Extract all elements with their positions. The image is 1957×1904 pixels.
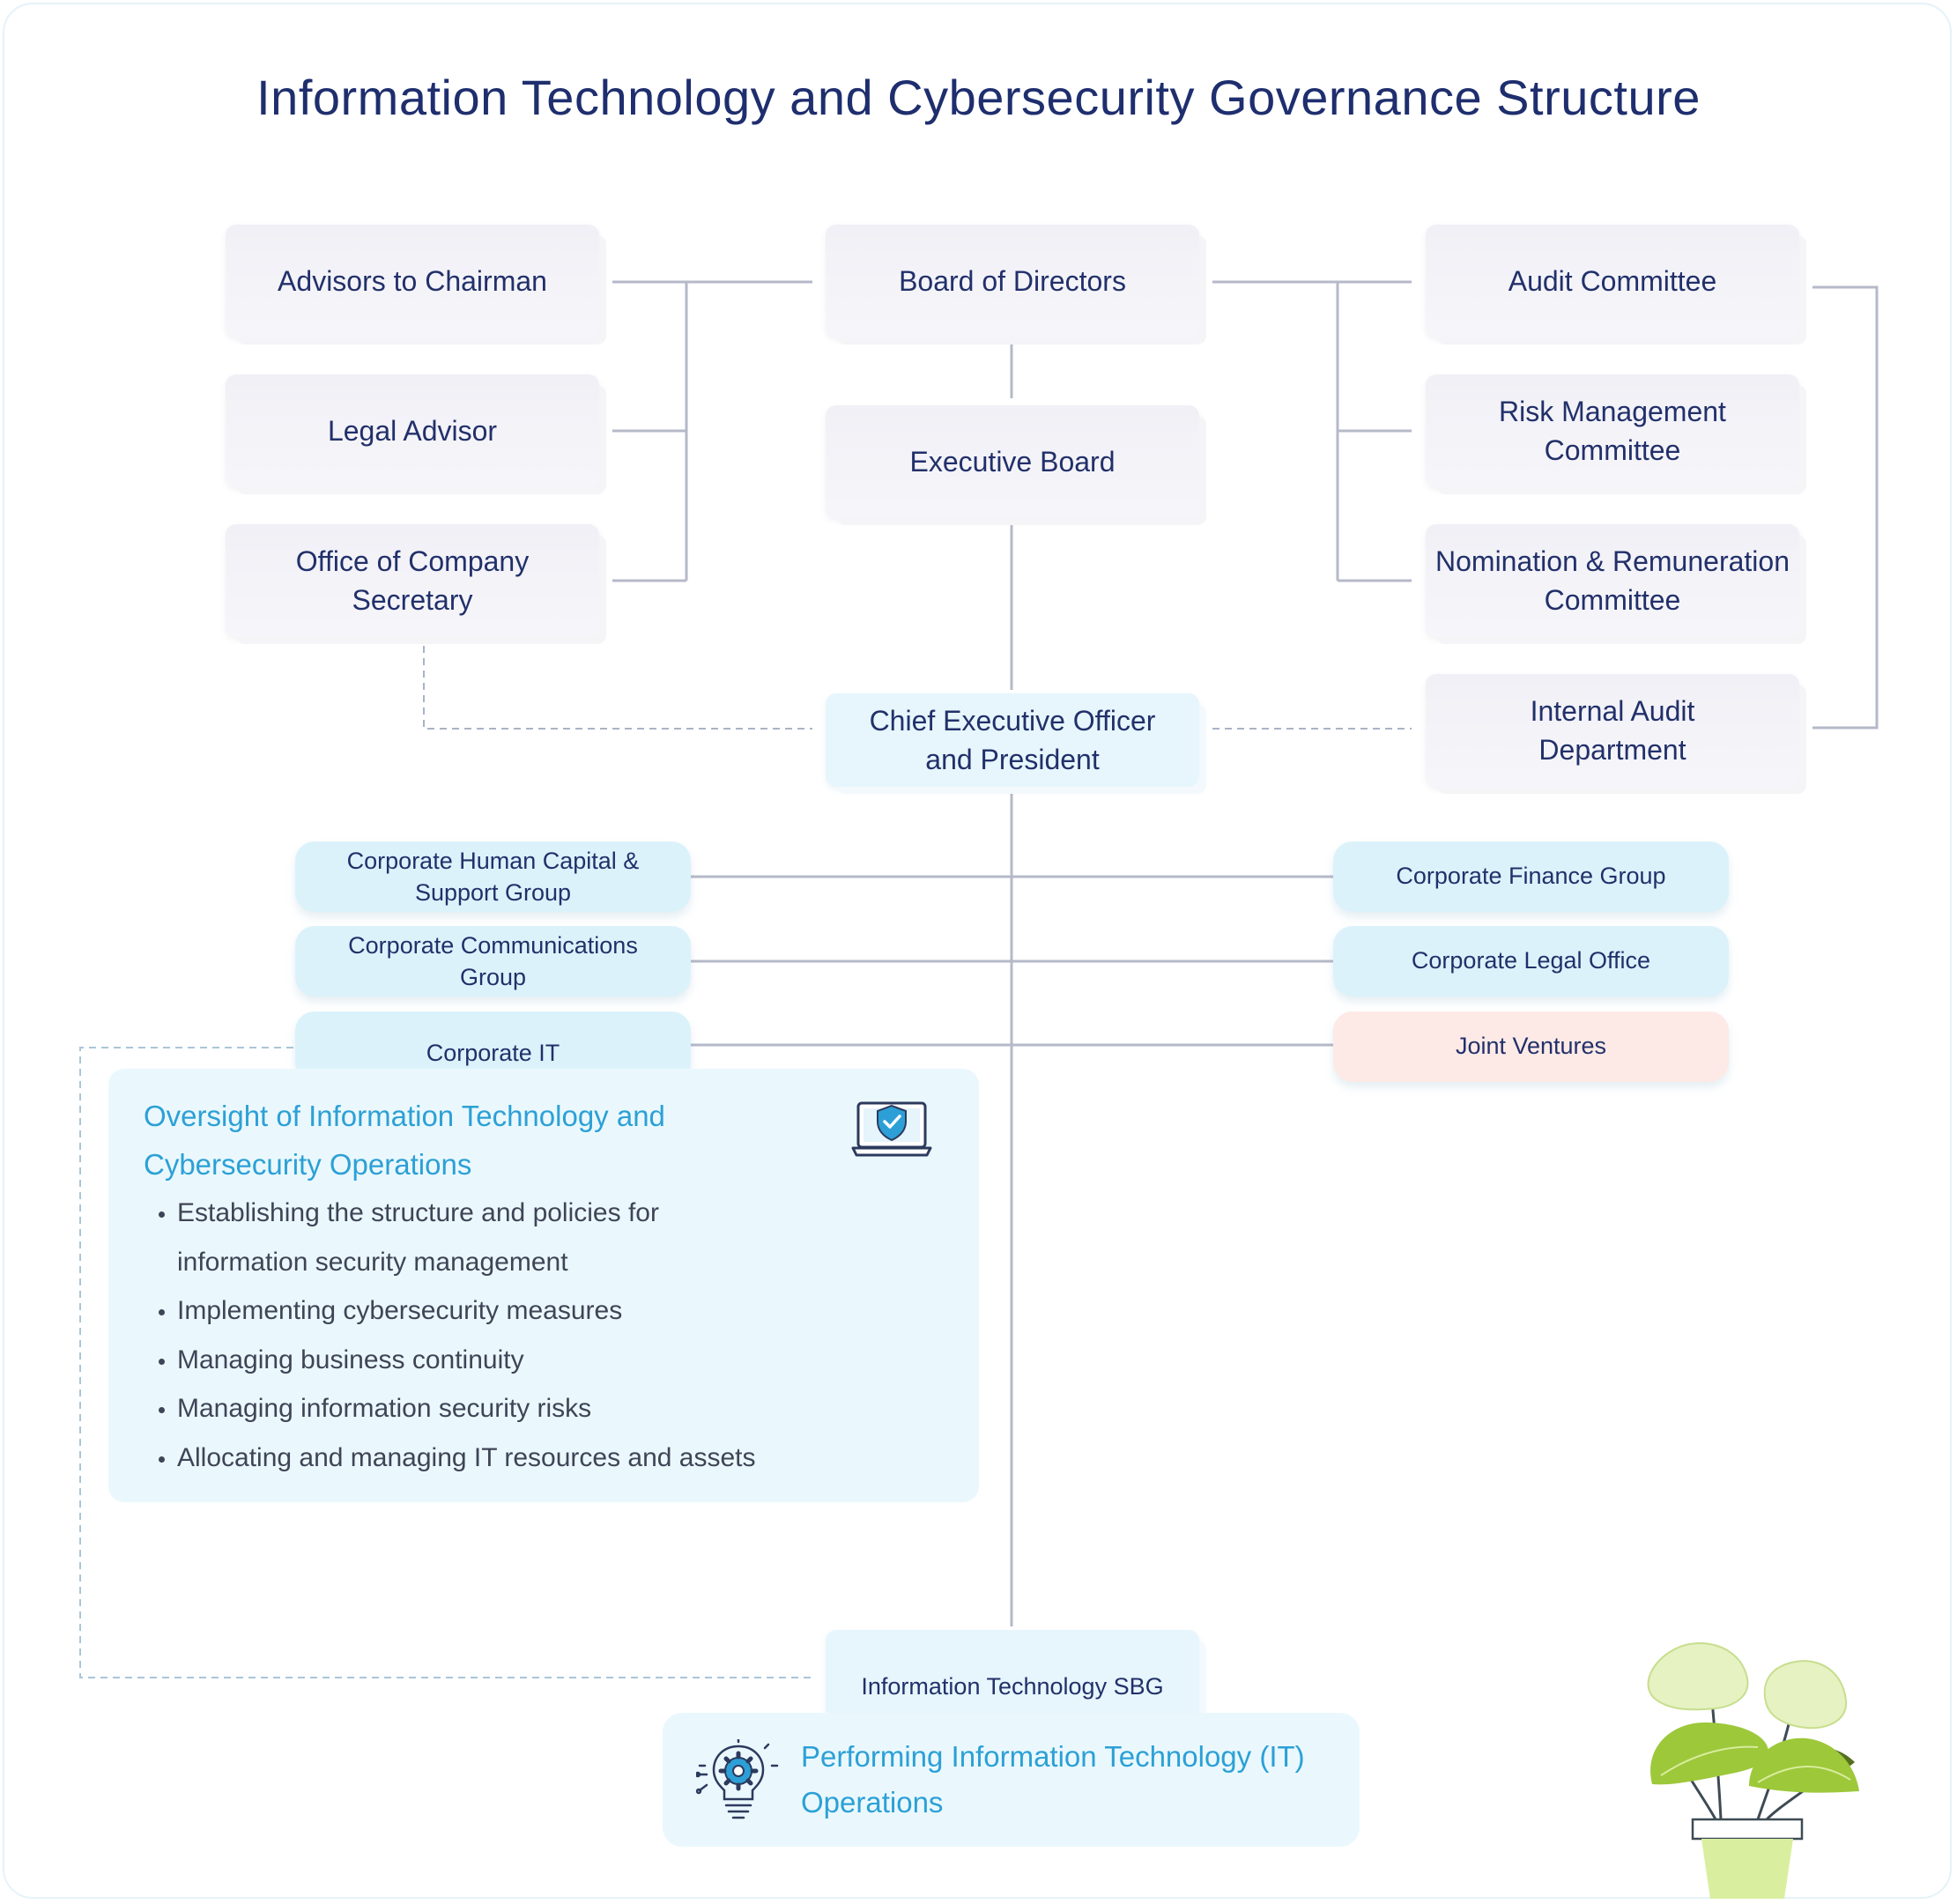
operations-panel: Performing Information Technology (IT) O…	[663, 1713, 1360, 1847]
corporate-communications-box: Corporate Communications Group	[295, 926, 691, 996]
oversight-item: Establishing the structure and policies …	[177, 1189, 723, 1286]
office-of-company-secretary-box: Office of Company Secretary	[226, 524, 599, 637]
executive-board-box: Executive Board	[826, 405, 1199, 518]
internal-audit-department-box: Internal Audit Department	[1426, 674, 1799, 787]
oversight-item: Managing business continuity	[177, 1336, 944, 1385]
board-of-directors-box: Board of Directors	[826, 225, 1199, 337]
audit-committee-box: Audit Committee	[1426, 225, 1799, 337]
information-technology-sbg-box: Information Technology SBG	[826, 1630, 1199, 1725]
legal-advisor-box: Legal Advisor	[226, 374, 599, 487]
corporate-legal-office-box: Corporate Legal Office	[1333, 926, 1729, 996]
page-frame	[3, 3, 1952, 1899]
oversight-title: Oversight of Information Technology and …	[144, 1100, 665, 1181]
corporate-human-capital-box: Corporate Human Capital & Support Group	[295, 841, 691, 912]
oversight-item: Implementing cybersecurity measures	[177, 1286, 944, 1336]
oversight-item: Managing information security risks	[177, 1384, 944, 1434]
nomination-remuneration-committee-box: Nomination & Remuneration Committee	[1426, 524, 1799, 637]
operations-text: Performing Information Technology (IT) O…	[801, 1740, 1305, 1819]
ceo-box: Chief Executive Officer and President	[826, 693, 1199, 787]
page-title: Information Technology and Cybersecurity…	[256, 70, 1701, 125]
oversight-panel: Oversight of Information Technology and …	[108, 1069, 979, 1502]
advisors-to-chairman-box: Advisors to Chairman	[226, 225, 599, 337]
risk-management-committee-box: Risk Management Committee	[1426, 374, 1799, 487]
oversight-item: Allocating and managing IT resources and…	[177, 1434, 944, 1483]
laptop-shield-icon	[851, 1101, 932, 1157]
lightbulb-gear-icon	[696, 1739, 779, 1819]
oversight-list: Establishing the structure and policies …	[144, 1189, 944, 1482]
potted-plant-icon	[1647, 1642, 1859, 1899]
joint-ventures-box: Joint Ventures	[1333, 1011, 1729, 1082]
corporate-finance-group-box: Corporate Finance Group	[1333, 841, 1729, 912]
